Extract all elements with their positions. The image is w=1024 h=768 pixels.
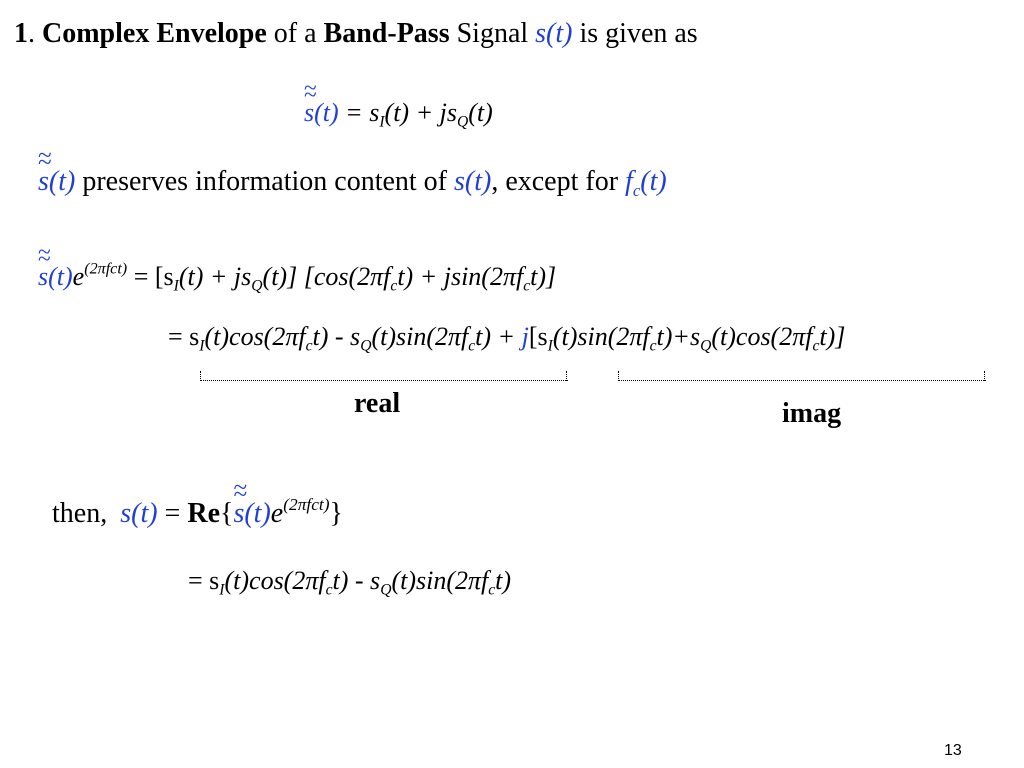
title-text-2: Signal: [449, 18, 536, 49]
eq1-part-b: (t) + js: [384, 98, 457, 127]
eq1-sub-i: I: [379, 113, 385, 131]
s-double-tilde-symbol: ~~s: [38, 239, 51, 291]
s-double-tilde-symbol: ~~s: [38, 142, 52, 197]
title-number: 1: [14, 18, 28, 49]
double-tilde-icon: ~~: [304, 75, 317, 108]
title-band-pass: Band-Pass: [323, 18, 450, 49]
s-double-tilde-symbol: ~~s: [233, 474, 248, 529]
equation-envelope-definition: ~~s(t) = sI(t) + jsQ(t): [304, 75, 493, 131]
imaginary-unit-j: j: [521, 322, 529, 351]
double-tilde-icon: ~~: [233, 474, 248, 509]
imag-part-brace: [618, 370, 986, 381]
eq2-part-e: t)]: [530, 262, 557, 291]
line2-fc: fc(t): [625, 166, 667, 200]
eq1-part-a: = s: [338, 98, 380, 127]
slide-title: 1. Complex Envelope of a Band-Pass Signa…: [14, 18, 698, 50]
page-number: 13: [944, 742, 962, 759]
label-imag: imag: [782, 398, 842, 429]
eq2-arg: (t): [48, 262, 73, 291]
re-operator: Re: [187, 498, 220, 529]
equation-real-part-recovery: then, s(t) = Re{~~s(t)e(2πfct)}: [52, 474, 343, 529]
title-signal: s(t): [535, 18, 573, 49]
eq4-signal: s(t): [120, 498, 158, 529]
then-text: then,: [52, 498, 108, 529]
double-tilde-icon: ~~: [38, 239, 51, 272]
title-text-3: is given as: [572, 18, 698, 49]
line2-signal: s(t): [454, 166, 492, 197]
equation-product-expansion: ~~s(t)e(2πfct) = [sI(t) + jsQ(t)] [cos(2…: [38, 239, 557, 295]
equation-real-imag-split: = sI(t)cos(2πfct) - sQ(t)sin(2πfct) + j[…: [168, 322, 846, 355]
title-text-1: of a: [266, 18, 324, 49]
eq2-part-d: t) + jsin(2πf: [397, 262, 524, 291]
eq1-sub-q: Q: [456, 113, 469, 131]
line2-text-2: , except for: [491, 166, 626, 197]
label-real: real: [354, 388, 401, 419]
eq1-part-c: (t): [468, 98, 493, 127]
real-part-brace: [200, 370, 568, 381]
title-complex-envelope: Complex Envelope: [42, 18, 267, 49]
equation-bandpass-result: = sI(t)cos(2πfct) - sQ(t)sin(2πfct): [188, 566, 512, 599]
title-sep: .: [28, 18, 42, 49]
line2-arg: (t): [48, 166, 76, 197]
eq2-exp-base: e: [72, 262, 85, 291]
eq1-lhs-arg: (t): [314, 98, 339, 127]
information-statement: ~~s(t) preserves information content of …: [38, 142, 667, 200]
eq2-exponent: (2πfct): [84, 260, 128, 278]
double-tilde-icon: ~~: [38, 142, 52, 177]
eq2-part-b: (t) + js: [178, 262, 252, 291]
eq2-part-c: (t)] [cos(2πf: [262, 262, 391, 291]
eq2-part-a: = [s: [127, 262, 174, 291]
s-double-tilde-symbol: ~~s: [304, 75, 317, 127]
line2-text-1: preserves information content of: [75, 166, 454, 197]
